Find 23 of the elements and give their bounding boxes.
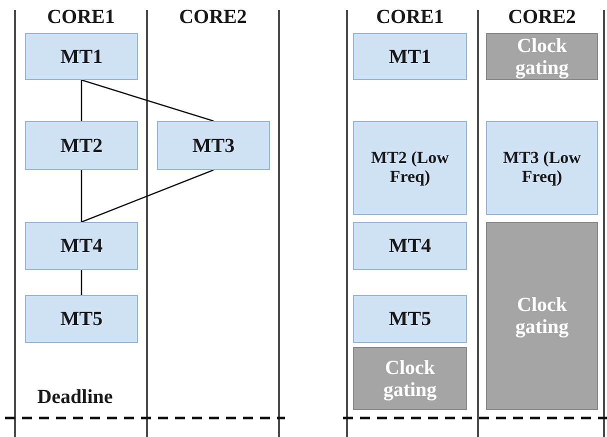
column-header: CORE2 <box>508 6 576 29</box>
clock-gating-block: Clock gating <box>486 222 598 410</box>
clock-gating-block: Clock gating <box>486 33 598 80</box>
task-box: MT5 <box>25 295 138 343</box>
task-box: MT1 <box>353 33 467 80</box>
task-box: MT2 <box>25 121 138 170</box>
column-header: CORE1 <box>47 6 115 29</box>
connector-line <box>80 80 82 121</box>
deadline-label: Deadline <box>37 386 113 409</box>
connector-line <box>80 270 82 295</box>
task-box: MT4 <box>25 222 138 270</box>
task-box: MT3 <box>157 121 270 170</box>
column-header: CORE2 <box>179 6 247 29</box>
task-box: MT1 <box>25 33 138 80</box>
connector-line <box>80 170 82 222</box>
task-box: MT5 <box>353 295 467 343</box>
connector-line <box>81 169 214 223</box>
task-box: MT3 (Low Freq) <box>486 121 598 215</box>
connector-line <box>81 79 214 122</box>
task-box: MT4 <box>353 222 467 270</box>
column-header: CORE1 <box>376 6 444 29</box>
clock-gating-block: Clock gating <box>353 347 467 410</box>
task-box: MT2 (Low Freq) <box>353 121 467 215</box>
